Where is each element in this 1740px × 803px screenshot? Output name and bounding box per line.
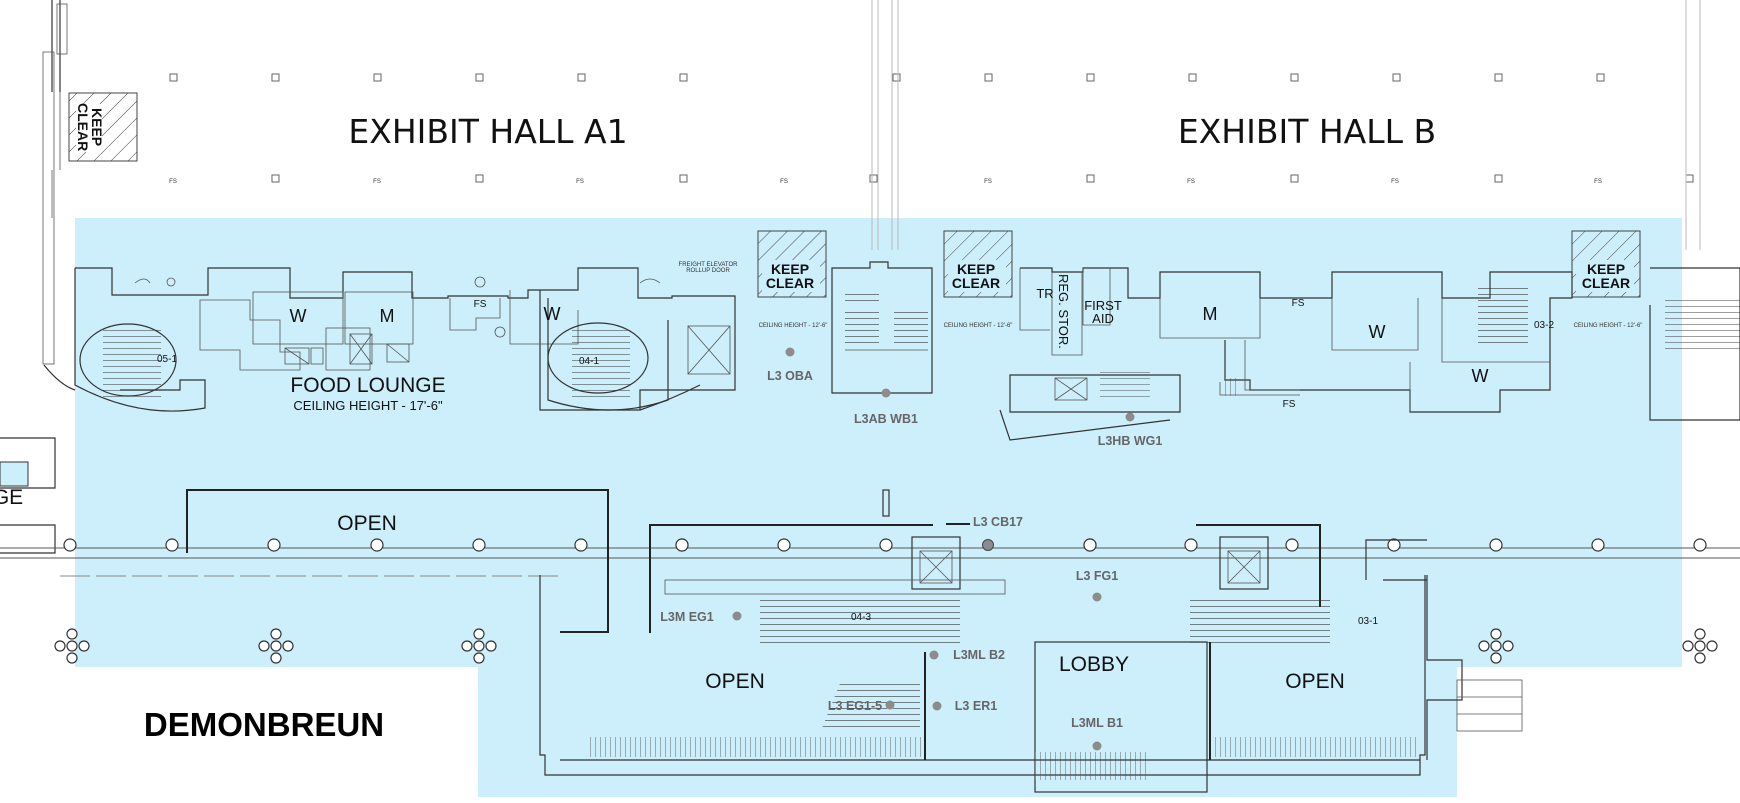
restroom-w-4: W <box>1472 366 1489 386</box>
svg-text:FS: FS <box>373 179 381 185</box>
svg-text:KEEP: KEEP <box>771 261 809 277</box>
exhibit-hall-b-title: EXHIBIT HALL B <box>1178 112 1436 151</box>
svg-text:FS: FS <box>1391 179 1399 185</box>
atrium-columns <box>675 538 1097 552</box>
restroom-w-3: W <box>1369 322 1386 342</box>
sensor-l3-er1: L3 ER1 <box>955 699 997 713</box>
svg-text:FS: FS <box>1594 179 1602 185</box>
restroom-w-2: W <box>544 304 561 324</box>
freight-label-1: FREIGHT ELEVATOR <box>679 262 739 268</box>
sensor-l3ml-b2: L3ML B2 <box>953 648 1005 662</box>
service-block-east <box>999 267 1740 441</box>
central-lower-structure <box>539 489 1523 793</box>
restroom-m-1: M <box>380 306 395 326</box>
sensor-markers <box>732 347 1135 751</box>
west-annex <box>0 437 56 554</box>
svg-text:FS: FS <box>984 179 992 185</box>
svg-text:FS: FS <box>780 179 788 185</box>
svg-text:CLEAR: CLEAR <box>1582 275 1630 291</box>
svg-text:KEEP: KEEP <box>1587 261 1625 277</box>
keep-clear-label-2: CLEAR <box>75 103 91 151</box>
room-reg-stor: REG. STOR. <box>1056 274 1071 349</box>
bridge-columns <box>63 538 1707 552</box>
sensor-l3ab-wb1: L3AB WB1 <box>854 412 918 426</box>
service-block-west <box>74 267 736 412</box>
west-wall <box>42 0 76 391</box>
lobby-label: LOBBY <box>1059 653 1129 676</box>
stair-04-3: 04-3 <box>851 612 871 623</box>
food-lounge-title: FOOD LOUNGE <box>290 374 445 397</box>
fs-label-east-1: FS <box>1292 298 1305 309</box>
open-area-center-east: OPEN <box>1285 670 1345 693</box>
sensor-l3-cb17: L3 CB17 <box>973 515 1023 529</box>
svg-text:KEEP: KEEP <box>957 261 995 277</box>
hall-columns <box>169 73 1694 183</box>
highlight-zone <box>75 218 1682 797</box>
ceiling-label-2: CEILING HEIGHT - 12'-6" <box>944 323 1013 329</box>
svg-text:FS: FS <box>169 179 177 185</box>
svg-text:FS: FS <box>1187 179 1195 185</box>
food-lounge-ceiling: CEILING HEIGHT - 17'-6" <box>293 398 443 413</box>
exhibit-hall-a1-title: EXHIBIT HALL A1 <box>348 112 627 151</box>
sensor-l3-oba: L3 OBA <box>767 369 813 383</box>
sensor-l3ml-b1: L3ML B1 <box>1071 716 1123 730</box>
keep-clear-zones-corridor: KEEP CLEAR KEEP CLEAR KEEP CLEAR <box>757 230 1641 298</box>
open-area-center-west: OPEN <box>705 670 765 693</box>
svg-text:FS: FS <box>576 179 584 185</box>
sensor-l3-fg1: L3 FG1 <box>1076 569 1118 583</box>
stair-03-1: 03-1 <box>1358 616 1378 627</box>
room-tr: TR <box>1036 286 1053 301</box>
open-area-west-outline <box>186 489 609 633</box>
fs-label-east-2: FS <box>1283 399 1296 410</box>
hall-fs-markers: FS FS FS FS FS FS FS FS <box>169 179 1602 185</box>
corridor-rails <box>0 547 1740 577</box>
svg-text:CLEAR: CLEAR <box>952 275 1000 291</box>
first-aid-line-1: FIRST <box>1084 298 1122 313</box>
service-chases <box>871 0 1701 250</box>
sensor-l3hb-wg1: L3HB WG1 <box>1098 434 1163 448</box>
svg-text:CLEAR: CLEAR <box>766 275 814 291</box>
stair-block-center <box>831 261 933 394</box>
restroom-w-1: W <box>290 306 307 326</box>
keep-clear-zone-hall-a1: KEEP CLEAR <box>68 92 138 162</box>
stair-04-1: 04-1 <box>579 356 599 367</box>
restroom-m-2: M <box>1203 304 1218 324</box>
ceiling-label-3: CEILING HEIGHT - 12'-6" <box>1574 323 1643 329</box>
stair-03-2: 03-2 <box>1534 320 1554 331</box>
column-footings <box>54 628 1718 664</box>
keep-clear-label-1: KEEP <box>89 108 105 146</box>
sensor-l3-eg1-5: L3 EG1-5 <box>828 699 882 713</box>
first-aid-line-2: AID <box>1092 311 1114 326</box>
edge-label: GE <box>0 486 23 509</box>
sensor-l3m-eg1: L3M EG1 <box>660 610 714 624</box>
stair-05-1: 05-1 <box>157 354 177 365</box>
ceiling-label-1: CEILING HEIGHT - 12'-6" <box>759 323 828 329</box>
freight-label-2: ROLLUP DOOR <box>686 268 730 274</box>
open-area-west: OPEN <box>337 512 397 535</box>
street-name: DEMONBREUN <box>144 706 384 743</box>
fs-label-west: FS <box>474 299 487 310</box>
